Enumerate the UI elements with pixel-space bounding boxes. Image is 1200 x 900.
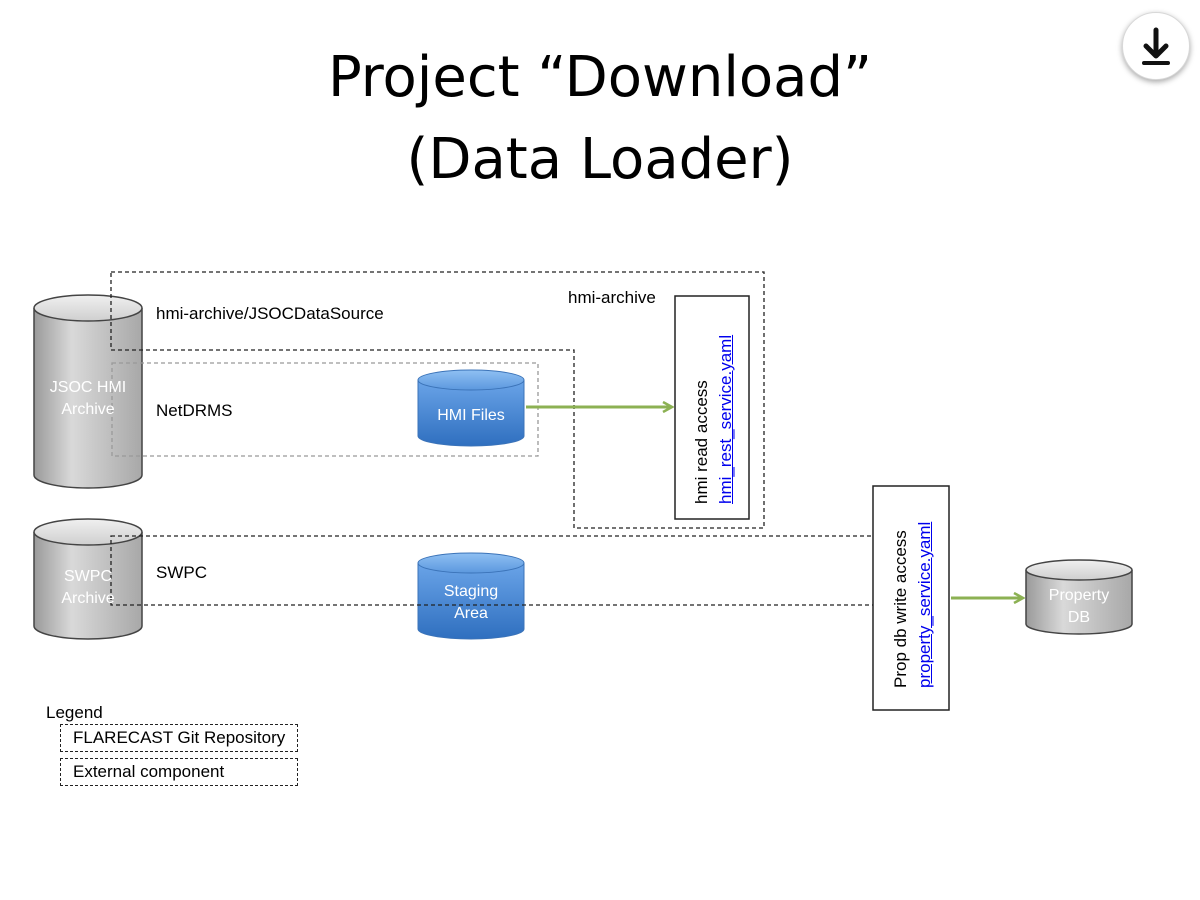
swpc-archive-cylinder (33, 518, 143, 640)
jsoc-hmi-archive-cylinder (33, 294, 143, 489)
property-service-link[interactable]: property_service.yaml (915, 521, 934, 688)
property-service-title: Prop db write access (891, 530, 910, 688)
property-db-label-line1: Property (1048, 587, 1110, 604)
hmi-service-link[interactable]: hmi_rest_service.yaml (716, 334, 735, 504)
download-button[interactable] (1122, 12, 1190, 80)
staging-label-line2: Area (454, 605, 488, 622)
download-arrow-icon (1142, 27, 1170, 65)
swpc-cylinder-label: SWPC Archive (34, 566, 142, 610)
jsoc-label-line2: Archive (61, 401, 115, 418)
slide-title-line2: (Data Loader) (406, 127, 794, 192)
property-service-box (872, 485, 950, 711)
hmi-archive-boundary (110, 271, 765, 529)
hmi-service-text: hmi read access hmi_rest_service.yaml (690, 335, 738, 504)
legend-item-git-repository: FLARECAST Git Repository (60, 724, 298, 752)
legend-title: Legend (46, 703, 103, 722)
staging-area-label: Staging Area (418, 581, 524, 625)
hmi-files-label: HMI Files (437, 407, 505, 424)
property-db-cylinder (1025, 559, 1133, 635)
slide-title-line1: Project “Download” (327, 45, 873, 110)
jsoc-datasource-label: hmi-archive/JSOCDataSource (156, 304, 384, 323)
jsoc-cylinder-label: JSOC HMI Archive (34, 377, 142, 421)
swpc-label-line2: Archive (61, 590, 115, 607)
property-db-label: Property DB (1026, 585, 1132, 629)
netdrms-label: NetDRMS (156, 401, 233, 420)
property-service-text: Prop db write access property_service.ya… (889, 522, 937, 688)
swpc-label-line1: SWPC (64, 568, 112, 585)
property-db-label-line2: DB (1067, 609, 1091, 626)
netdrms-boundary (111, 362, 539, 457)
hmi-archive-label: hmi-archive (568, 288, 656, 307)
swpc-boundary (110, 535, 894, 606)
hmi-service-box (674, 295, 750, 520)
staging-area-cylinder (417, 552, 525, 640)
legend-item-external-component: External component (60, 758, 298, 786)
jsoc-label-line1: JSOC HMI (49, 379, 127, 396)
hmi-service-title: hmi read access (692, 380, 711, 504)
hmi-files-cylinder (417, 369, 525, 447)
swpc-label: SWPC (156, 563, 207, 582)
staging-label-line1: Staging (443, 583, 499, 600)
